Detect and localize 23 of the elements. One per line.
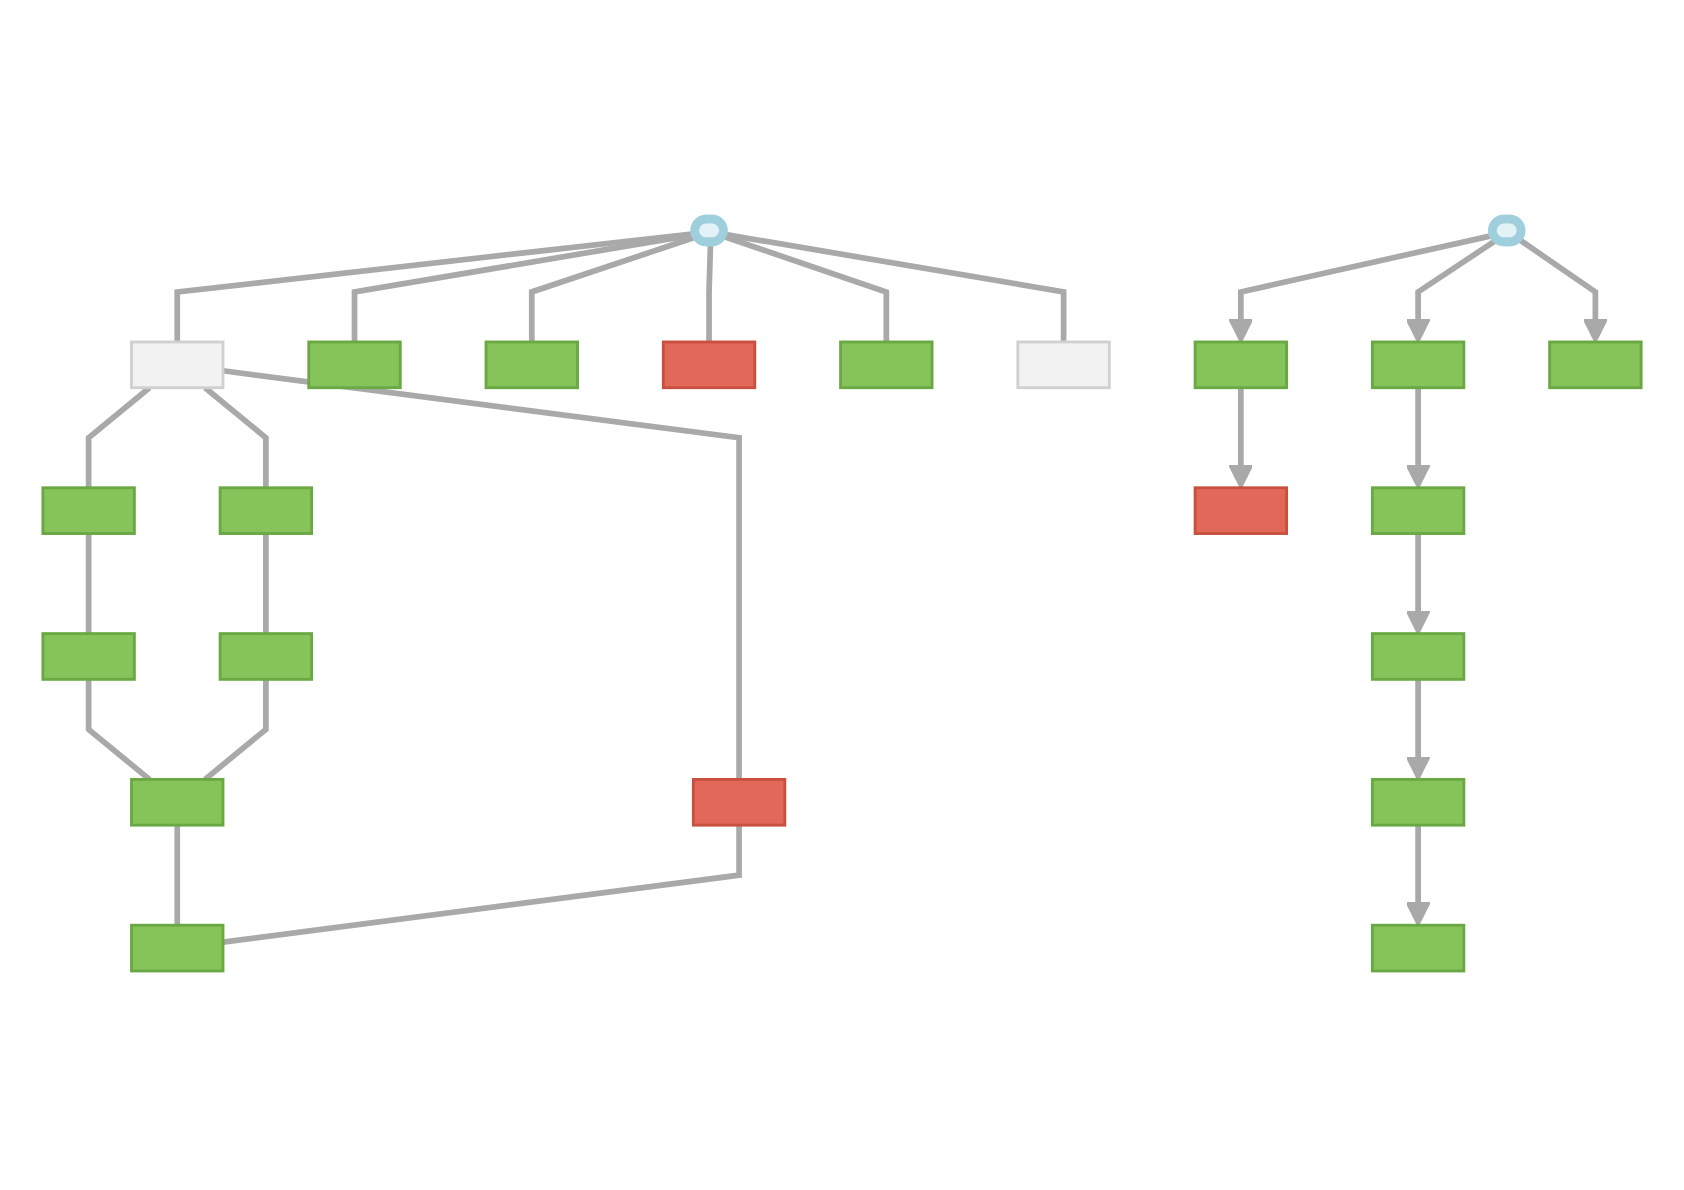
connector [222, 367, 742, 780]
connector [722, 233, 890, 342]
arrow [1405, 237, 1499, 344]
connector [85, 533, 92, 634]
arrow [1405, 825, 1431, 927]
connector [85, 385, 152, 488]
connector [174, 825, 181, 926]
connector [222, 825, 742, 945]
arrow [1228, 232, 1495, 344]
connector [203, 385, 269, 488]
connector [203, 679, 269, 782]
connector [351, 231, 697, 342]
connector [724, 231, 1067, 342]
connector [174, 230, 697, 342]
arrow [1517, 237, 1608, 344]
arrow [1228, 387, 1254, 489]
connector [263, 533, 269, 634]
arrow [1405, 387, 1431, 489]
connector [706, 243, 714, 342]
arrow [1405, 533, 1431, 635]
connector [528, 233, 699, 342]
connector [85, 679, 152, 782]
arrow [1405, 679, 1431, 781]
